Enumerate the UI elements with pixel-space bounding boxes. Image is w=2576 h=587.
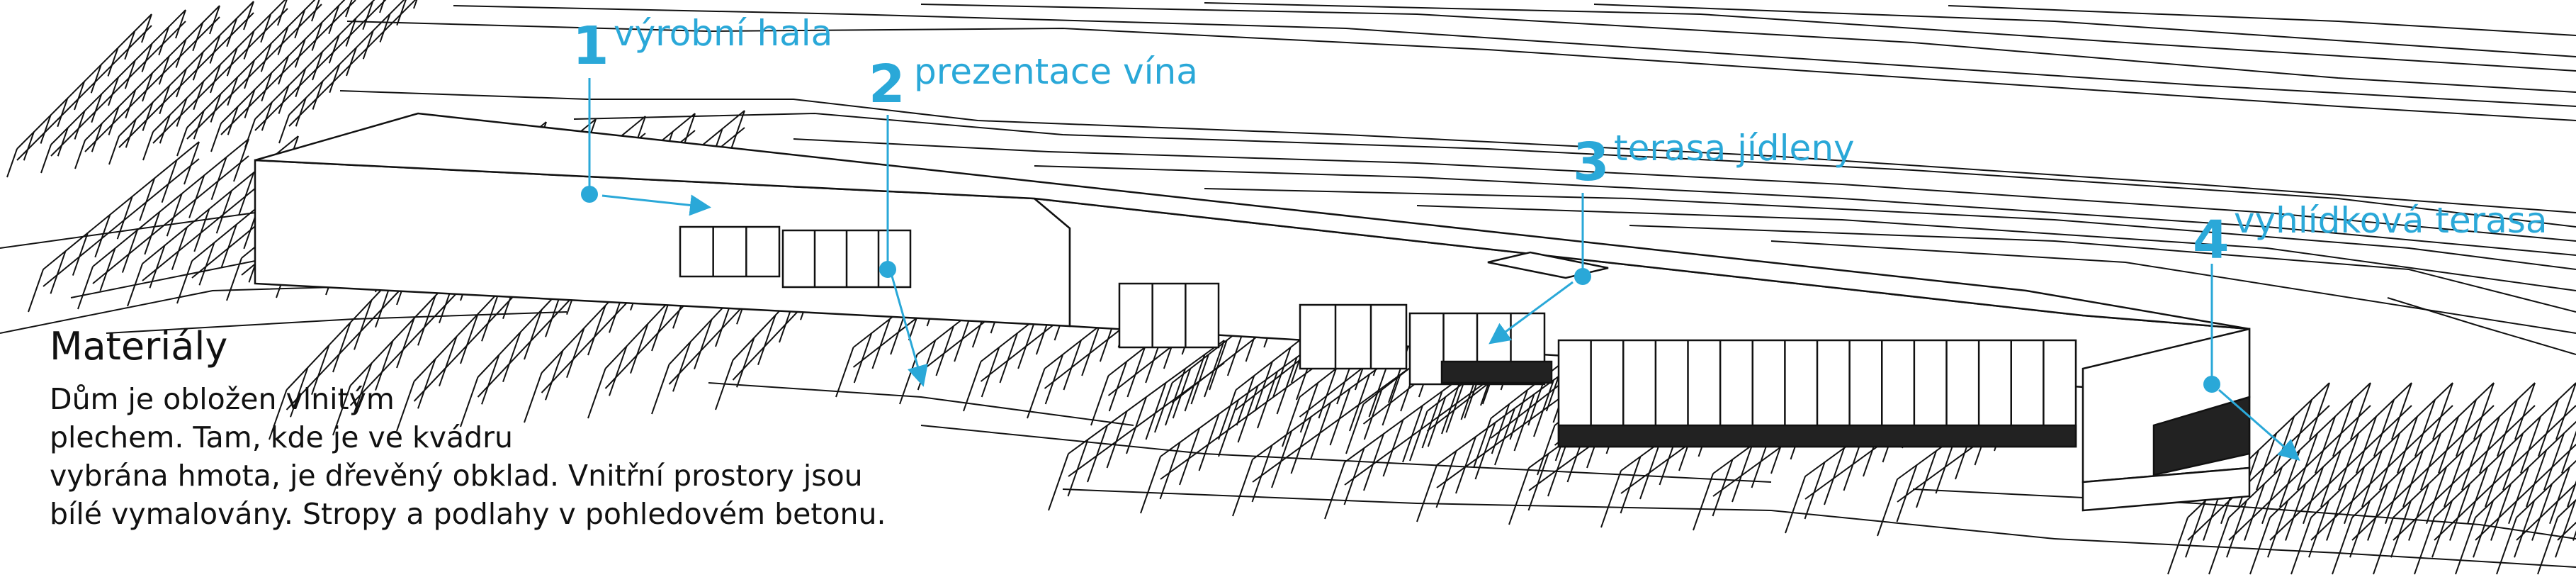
contour-line-15 bbox=[2387, 297, 2576, 355]
materials-line-4: bílé vymalovány. Stropy a podlahy v pohl… bbox=[50, 497, 886, 531]
vine-row-10 bbox=[28, 141, 200, 313]
vine-row-11 bbox=[77, 138, 249, 310]
vine-row-51 bbox=[2455, 420, 2576, 575]
contour-line-12 bbox=[1416, 205, 2576, 291]
vine-row-5 bbox=[142, 0, 288, 161]
interior-railing bbox=[1557, 424, 2077, 448]
materials-heading: Materiály bbox=[50, 324, 228, 369]
vine-row-49 bbox=[2373, 382, 2536, 575]
callout-number-2: 2 bbox=[869, 54, 905, 115]
callout-pointer-4 bbox=[2203, 264, 2300, 461]
vine-row-6 bbox=[176, 0, 322, 157]
vine-row-34 bbox=[1048, 340, 1225, 511]
contour-line-9 bbox=[793, 138, 2576, 242]
building-volume bbox=[254, 112, 2251, 512]
contour-line-2 bbox=[453, 5, 2576, 107]
callout-number-1: 1 bbox=[572, 16, 609, 77]
vine-row-53 bbox=[2537, 498, 2576, 575]
lookout-base bbox=[2081, 466, 2251, 512]
contour-line-5 bbox=[1593, 4, 2576, 57]
callout-pointer-2 bbox=[879, 115, 928, 387]
window-band-2 bbox=[781, 229, 912, 289]
vine-row-2 bbox=[40, 9, 186, 174]
callout-label-dining-terrace: terasa jídleny bbox=[1614, 128, 1855, 169]
callout-pointer-1 bbox=[581, 78, 711, 216]
callout-pointers bbox=[581, 78, 2300, 461]
vine-row-9 bbox=[278, 0, 418, 144]
vine-row-35 bbox=[1140, 342, 1317, 514]
contour-line-10 bbox=[1034, 165, 2576, 256]
vine-row-1 bbox=[6, 13, 152, 178]
window-band-4 bbox=[1299, 303, 1408, 370]
callout-pointer-3 bbox=[1488, 193, 1591, 345]
callout-number-3: 3 bbox=[1573, 132, 1610, 193]
callout-label-lookout-terrace: vyhlídková terasa bbox=[2234, 200, 2548, 241]
vine-row-47 bbox=[2290, 382, 2453, 575]
contour-line-7 bbox=[339, 90, 2576, 213]
vine-row-7 bbox=[210, 0, 356, 152]
materials-line-1: Dům je obložen vlnitým bbox=[50, 382, 395, 416]
contour-line-24 bbox=[2054, 538, 2576, 568]
contour-line-6 bbox=[1948, 5, 2576, 36]
contour-line-8 bbox=[573, 112, 2576, 228]
contour-line-13 bbox=[1629, 225, 2576, 313]
callout-label-production-hall: výrobní hala bbox=[614, 13, 833, 54]
contour-line-1 bbox=[346, 21, 2576, 121]
contour-line-22 bbox=[708, 382, 1134, 426]
callout-number-4: 4 bbox=[2193, 210, 2230, 271]
vine-row-50 bbox=[2414, 382, 2576, 575]
dining-terrace-railing bbox=[1440, 360, 1553, 384]
window-band-3 bbox=[1118, 282, 1220, 349]
lookout-railing bbox=[2152, 396, 2251, 476]
contour-line-4 bbox=[1204, 2, 2576, 72]
vine-row-46 bbox=[2249, 382, 2412, 575]
materials-description: Dům je obložen vlnitým plechem. Tam, kde… bbox=[50, 380, 971, 533]
contour-line-11 bbox=[1204, 188, 2576, 270]
vine-row-4 bbox=[108, 1, 254, 165]
materials-line-2: plechem. Tam, kde je ve kvádru bbox=[50, 420, 513, 454]
vine-row-3 bbox=[74, 5, 220, 169]
vine-row-48 bbox=[2332, 382, 2495, 575]
vine-row-52 bbox=[2496, 459, 2576, 575]
materials-line-3: vybrána hmota, je dřevěný obklad. Vnitřn… bbox=[50, 459, 863, 493]
window-band-1 bbox=[679, 225, 781, 278]
contour-line-3 bbox=[920, 4, 2576, 93]
callout-label-wine-presentation: prezentace vína bbox=[914, 51, 1198, 92]
